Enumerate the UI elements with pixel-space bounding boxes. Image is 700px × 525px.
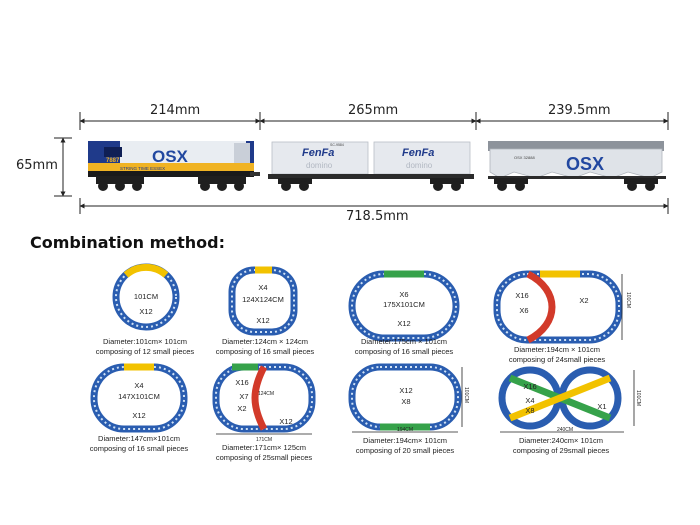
loco-logo: OSX <box>152 147 189 166</box>
container-sub-2: domino <box>406 161 433 170</box>
layout-2-caption: Diameter:124cm × 124cm composing of 16 s… <box>200 337 330 357</box>
layout-8-caption-size: Diameter:240cm× 101cm <box>519 436 603 445</box>
layout-6-pieces-b-label: X7 <box>239 392 249 401</box>
layout-1-caption-pieces: composing of 12 small pieces <box>95 347 195 356</box>
layout-3-size-label: 175X101CM <box>383 300 425 309</box>
layout-4-caption-pieces: composing of 24small pieces <box>508 355 606 364</box>
layout-4-pieces-c-label: X2 <box>579 296 589 305</box>
layout-7-long-oval-track <box>348 363 462 431</box>
layout-5-caption-size: Diameter:147cm×101cm <box>98 434 180 443</box>
layout-3-pieces-label: X12 <box>397 319 411 328</box>
loco-length-label: 214mm <box>150 103 201 118</box>
container-brand-1: FenFa <box>302 147 334 159</box>
layout-3-caption-pieces: composing of 16 small pieces <box>354 347 454 356</box>
layout-8-pieces-a-label: X16 <box>523 382 537 391</box>
layout-8-pieces-b-label: X8 <box>525 406 535 415</box>
hopper-car-length-label: 239.5mm <box>548 103 611 118</box>
layout-2-size-label: 124X124CM <box>242 295 284 304</box>
layout-7-pieces-a-label: X12 <box>399 386 413 395</box>
container-sub-1: domino <box>306 161 333 170</box>
layout-8-figure-eight-track <box>498 366 622 430</box>
layout-1-caption-size: Diameter:101cm× 101cm <box>103 337 187 346</box>
layout-4-height-label: 101CM <box>625 291 631 309</box>
locomotive <box>88 141 260 191</box>
layout-6-width-label: 171CM <box>255 437 273 443</box>
layout-2-square-track <box>228 266 298 336</box>
layout-6-loop-track <box>212 363 316 433</box>
loco-stripe-text: STRING TIME ESSEX <box>120 166 165 171</box>
layout-5-oval-track <box>90 363 188 433</box>
layout-8-pieces-d-label: X4 <box>525 396 535 405</box>
layout-2-caption-pieces: composing of 16 small pieces <box>215 347 315 356</box>
total-length-label: 718.5mm <box>346 209 409 224</box>
layout-7-width-label: 194CM <box>396 427 414 433</box>
layout-6-caption: Diameter:171cm× 125cm composing of 25sma… <box>199 443 329 463</box>
layout-8-pieces-c-label: X1 <box>597 402 607 411</box>
loco-number: 7887 <box>106 158 120 164</box>
layout-6-pieces-a-label: X16 <box>235 378 249 387</box>
layout-3-caption-size: Diameter:175cm × 101cm <box>360 337 448 346</box>
layout-6-pieces-label: X12 <box>279 417 293 426</box>
layout-6-caption-pieces: composing of 25small pieces <box>215 453 313 462</box>
layout-8-caption-pieces: composing of 29small pieces <box>512 446 610 455</box>
hopper-logo: OSX <box>566 154 604 174</box>
layout-3-caption: Diameter:175cm × 101cm composing of 16 s… <box>336 337 472 357</box>
container-car-length-label: 265mm <box>348 103 399 118</box>
layout-8-caption: Diameter:240cm× 101cm composing of 29sma… <box>496 436 626 456</box>
height-label: 65mm <box>16 158 58 173</box>
layout-4-pieces-b-label: X6 <box>519 306 529 315</box>
layout-4-double-loop-track <box>493 270 623 344</box>
layout-5-pieces-top-label: X4 <box>134 381 144 390</box>
layout-2-pieces-label: X12 <box>256 316 270 325</box>
layout-6-caption-size: Diameter:171cm× 125cm <box>222 443 306 452</box>
layout-1-circle-track <box>112 263 180 331</box>
layout-4-caption: Diameter:194cm × 101cm composing of 24sm… <box>492 345 622 365</box>
layout-7-height-label: 101CM <box>463 386 469 404</box>
layout-1-pieces-label: X12 <box>139 307 153 316</box>
layout-3-pieces-top-label: X6 <box>399 290 409 299</box>
hopper-code: OSX 32888 <box>514 155 535 160</box>
layout-5-size-label: 147X101CM <box>118 392 160 401</box>
layout-1-caption: Diameter:101cm× 101cm composing of 12 sm… <box>80 337 210 357</box>
height-dimension-line <box>54 137 72 197</box>
layout-6-size-label: 124CM <box>257 391 275 397</box>
layout-4-caption-size: Diameter:194cm × 101cm <box>513 345 601 354</box>
layout-7-caption-size: Diameter:194cm× 101cm <box>363 436 447 445</box>
layout-5-caption: Diameter:147cm×101cm composing of 16 sma… <box>74 434 204 454</box>
layout-2-pieces-top-label: X4 <box>258 283 268 292</box>
layout-7-caption: Diameter:194cm× 101cm composing of 20 sm… <box>340 436 470 456</box>
layout-1-size-label: 101CM <box>133 292 159 301</box>
layout-7-pieces-b-label: X8 <box>401 397 411 406</box>
container-brand-2: FenFa <box>402 147 434 159</box>
total-length-line <box>79 198 669 214</box>
layout-8-width-label: 240CM <box>556 427 574 433</box>
layout-2-caption-size: Diameter:124cm × 124cm <box>221 337 309 346</box>
layout-5-caption-pieces: composing of 16 small pieces <box>89 444 189 453</box>
hopper-car <box>488 141 666 191</box>
layout-6-pieces-c-label: X2 <box>237 404 247 413</box>
top-dimension-lines <box>79 112 669 130</box>
section-title: Combination method: <box>30 233 226 252</box>
layout-3-oval-track <box>348 270 460 342</box>
layout-5-pieces-label: X12 <box>132 411 146 420</box>
container-car <box>268 141 474 191</box>
layout-4-pieces-a-label: X16 <box>515 291 529 300</box>
container-code: SC-9584 <box>330 143 344 147</box>
layout-7-caption-pieces: composing of 20 small pieces <box>355 446 455 455</box>
layout-8-height-label: 101CM <box>635 389 641 407</box>
